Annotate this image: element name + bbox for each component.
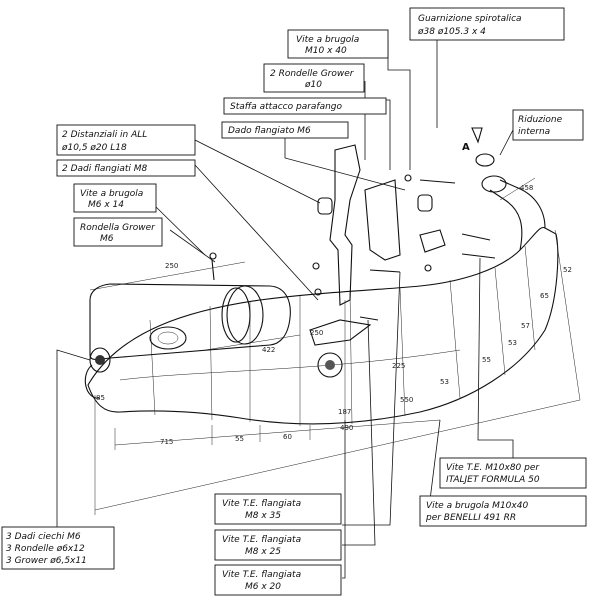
silencer (84, 283, 291, 399)
svg-text:Staffa attacco parafango: Staffa attacco parafango (230, 102, 343, 112)
label-vite-brugola-m10: Vite a brugola M10 x 40 (287, 29, 389, 59)
svg-text:3 Rondelle ø6x12: 3 Rondelle ø6x12 (6, 544, 85, 554)
dim-85: 85 (96, 394, 105, 402)
svg-text:Dado flangiato M6: Dado flangiato M6 (228, 126, 311, 136)
dim-52: 52 (563, 266, 572, 274)
svg-text:M10 x 40: M10 x 40 (305, 46, 347, 56)
svg-text:interna: interna (518, 127, 550, 137)
dim-55: 55 (482, 356, 491, 364)
svg-text:Vite T.E. flangiata: Vite T.E. flangiata (222, 535, 301, 545)
svg-text:ø10: ø10 (304, 80, 322, 90)
svg-text:Vite T.E. flangiata: Vite T.E. flangiata (222, 570, 301, 580)
svg-text:ITALJET FORMULA 50: ITALJET FORMULA 50 (446, 475, 540, 485)
dim-250b: 250 (310, 329, 323, 337)
svg-text:3 Grower ø6,5x11: 3 Grower ø6,5x11 (6, 556, 87, 566)
dim-490: 490 (340, 424, 353, 432)
svg-text:ø38 ø105.3 x 4: ø38 ø105.3 x 4 (417, 27, 486, 37)
svg-text:per BENELLI 491 RR: per BENELLI 491 RR (425, 513, 516, 523)
svg-text:Vite a brugola M10x40: Vite a brugola M10x40 (426, 501, 528, 511)
dim-57: 57 (521, 322, 530, 330)
svg-text:A: A (462, 142, 470, 153)
label-rondella-grower: Rondella Grower M6 (73, 217, 163, 247)
label-vite-brugola-m6: Vite a brugola M6 x 14 (73, 183, 157, 213)
dimension-values: 250 458 422 250 52 65 57 53 55 53 225 18… (96, 184, 572, 446)
svg-text:Vite a brugola: Vite a brugola (80, 189, 143, 199)
svg-text:Rondella Grower: Rondella Grower (80, 223, 156, 233)
label-vite-te-m8-25: Vite T.E. flangiata M8 x 25 (214, 529, 342, 561)
label-rondelle-grower: 2 Rondelle Grower ø10 (263, 63, 365, 93)
svg-text:2 Distanziali in ALL: 2 Distanziali in ALL (62, 130, 147, 140)
dim-53: 53 (508, 339, 517, 347)
dim-458: 458 (520, 184, 533, 192)
svg-text:M8 x 25: M8 x 25 (245, 547, 281, 557)
svg-text:M8 x 35: M8 x 35 (245, 511, 281, 521)
label-vite-te-m10-italjet: Vite T.E. M10x80 per ITALJET FORMULA 50 (439, 457, 587, 489)
dim-715: 715 (160, 438, 173, 446)
svg-text:Vite a brugola: Vite a brugola (296, 35, 359, 45)
label-distanziali: 2 Distanziali in ALL ø10,5 ø20 L18 (56, 124, 196, 156)
label-guarnizione: Guarnizione spirotalica ø38 ø105.3 x 4 (409, 7, 565, 41)
expansion-chamber (87, 175, 559, 426)
svg-text:Guarnizione spirotalica: Guarnizione spirotalica (418, 14, 522, 24)
label-dadi-ciechi: 3 Dadi ciechi M6 3 Rondelle ø6x12 3 Grow… (1, 526, 115, 570)
bracket-assembly: A (209, 127, 496, 378)
svg-text:Vite T.E. M10x80 per: Vite T.E. M10x80 per (446, 463, 540, 473)
dim-60: 60 (283, 433, 292, 441)
dim-250: 250 (165, 262, 178, 270)
label-vite-te-m8-35: Vite T.E. flangiata M8 x 35 (214, 493, 342, 525)
svg-text:M6 x 14: M6 x 14 (88, 200, 124, 210)
dim-187: 187 (338, 408, 351, 416)
svg-text:Riduzione: Riduzione (518, 115, 563, 125)
label-vite-te-m6-20: Vite T.E. flangiata M6 x 20 (214, 564, 342, 596)
label-vite-brugola-benelli: Vite a brugola M10x40 per BENELLI 491 RR (419, 495, 587, 527)
label-dadi-flangiati-m8: 2 Dadi flangiati M8 (56, 159, 196, 177)
dim-550: 550 (400, 396, 413, 404)
dim-225: 225 (392, 362, 405, 370)
svg-text:2 Rondelle Grower: 2 Rondelle Grower (270, 69, 355, 79)
svg-text:2 Dadi flangiati M8: 2 Dadi flangiati M8 (62, 164, 148, 174)
label-staffa: Staffa attacco parafango (223, 97, 387, 115)
svg-text:Vite T.E. flangiata: Vite T.E. flangiata (222, 499, 301, 509)
dimension-lines (89, 177, 581, 515)
label-dado-flangiato-m6: Dado flangiato M6 (221, 121, 349, 139)
label-riduzione: Riduzione interna (512, 109, 584, 141)
svg-text:3 Dadi ciechi M6: 3 Dadi ciechi M6 (6, 532, 81, 542)
dim-65: 65 (540, 292, 549, 300)
svg-text:ø10,5 ø20 L18: ø10,5 ø20 L18 (61, 143, 127, 153)
dim-55b: 55 (235, 435, 244, 443)
dim-53b: 53 (440, 378, 449, 386)
svg-text:M6 x 20: M6 x 20 (245, 582, 281, 592)
dim-422: 422 (262, 346, 275, 354)
svg-text:M6: M6 (100, 234, 114, 244)
